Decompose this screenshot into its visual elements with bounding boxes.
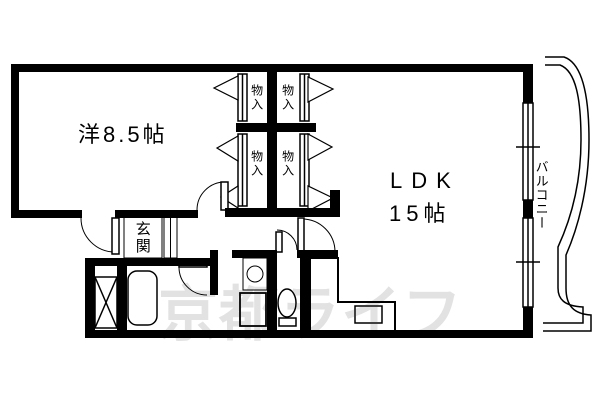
window-lower <box>516 217 540 308</box>
entrance-label: 玄関 <box>133 221 151 255</box>
western-room-label: 洋8.5帖 <box>78 122 168 147</box>
kitchen-sink <box>354 305 383 324</box>
entrance-door <box>80 217 120 255</box>
genkan-floor <box>123 214 163 259</box>
washbasin <box>242 257 268 291</box>
closet-label: 物入 <box>280 84 295 112</box>
toilet-door <box>275 229 298 253</box>
closet-label: 物入 <box>249 84 264 112</box>
walls <box>11 64 533 338</box>
balcony-label: バルコニー <box>533 160 549 230</box>
closet-label: 物入 <box>249 150 264 178</box>
western-room-door <box>196 181 229 211</box>
crossed-box <box>94 276 118 329</box>
closet-label: 物入 <box>280 150 295 178</box>
closet-swing-triangles <box>212 75 335 212</box>
toilet <box>277 288 297 327</box>
washing-machine <box>239 292 267 327</box>
watermark-text: 京都ライフ <box>158 281 463 348</box>
balcony-outline <box>543 56 592 332</box>
ldk-label: LDK <box>390 168 460 193</box>
closet-doors <box>237 73 310 207</box>
shoe-cabinet <box>163 214 178 259</box>
ldk-door <box>297 217 336 253</box>
bathtub <box>127 270 158 326</box>
ldk-size-label: 15帖 <box>389 201 451 226</box>
